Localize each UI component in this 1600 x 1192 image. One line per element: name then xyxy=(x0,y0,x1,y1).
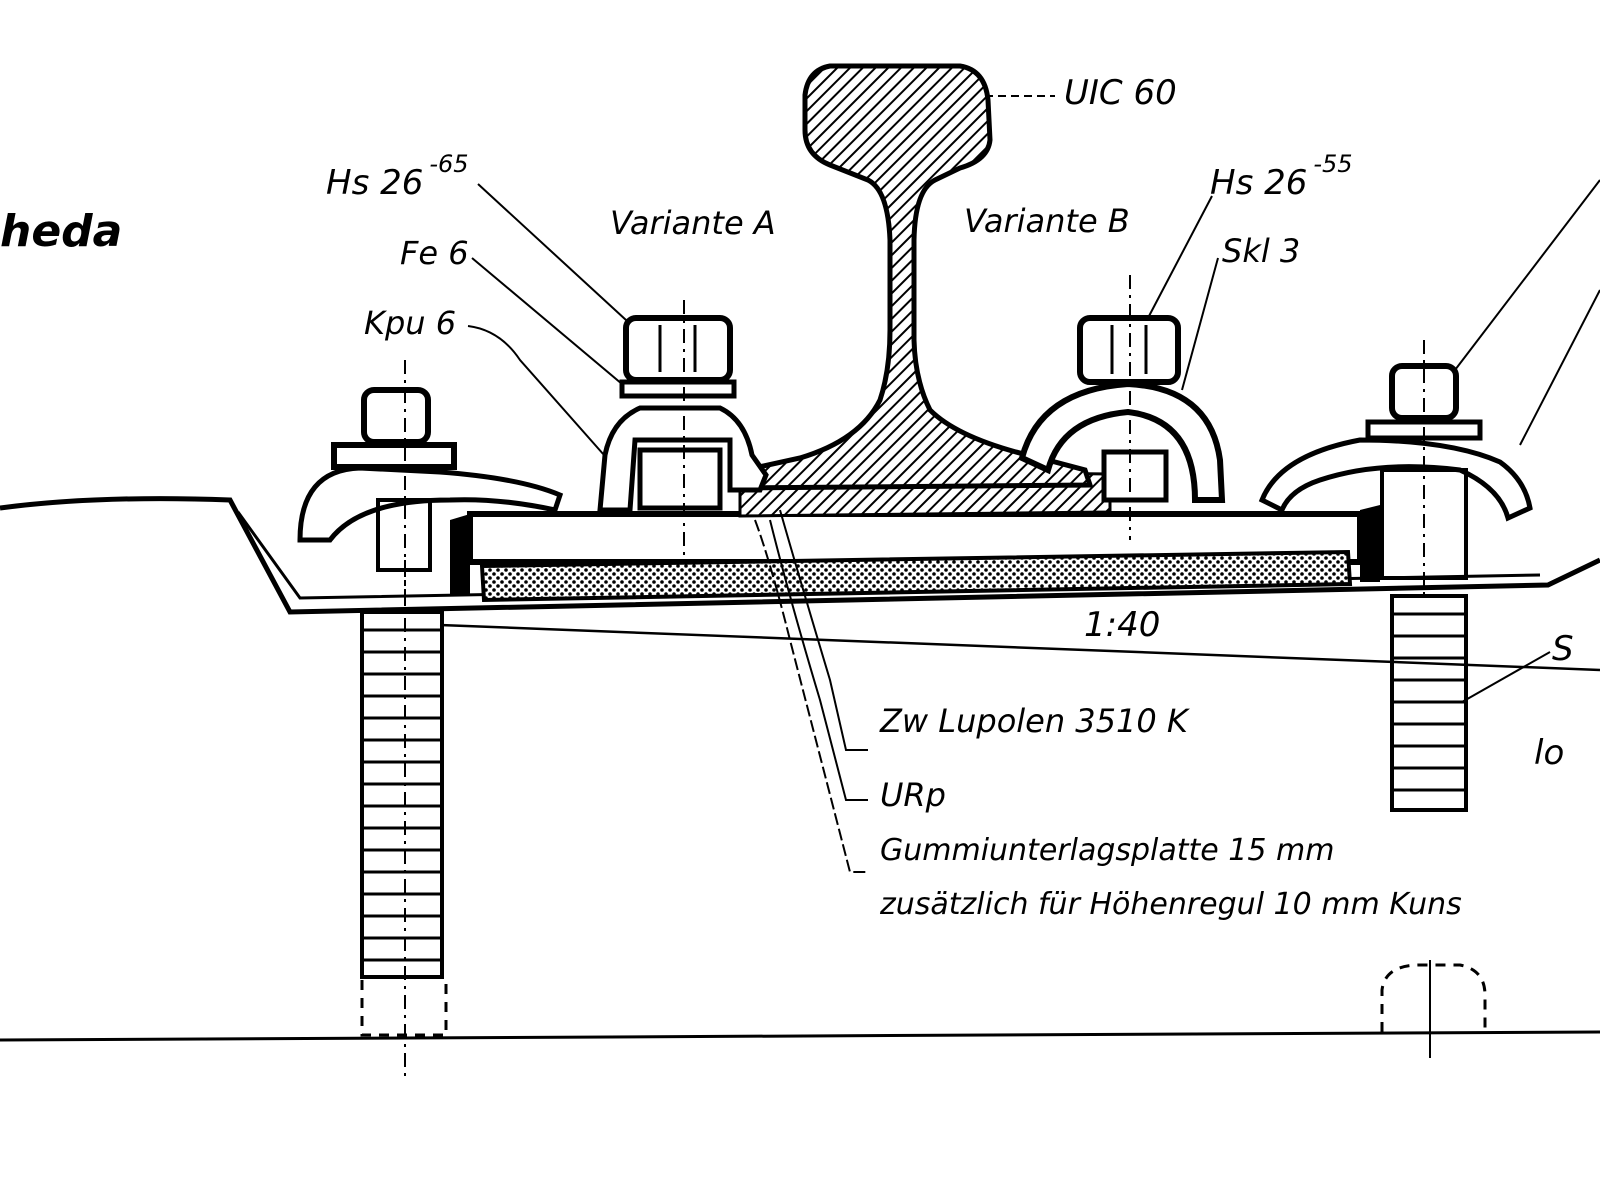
rubber-pad xyxy=(479,549,1353,603)
label-bolt-right-main: Hs 26 xyxy=(1210,163,1307,203)
title-fragment: heda xyxy=(0,206,122,257)
label-variant-b: Variante B xyxy=(964,202,1130,240)
label-gauge: 1:40 xyxy=(1084,605,1160,645)
label-bolt-left-sup: -65 xyxy=(429,150,468,178)
label-zw: Zw Lupolen 3510 K xyxy=(879,702,1191,740)
label-bolt-left-main: Hs 26 xyxy=(326,163,423,203)
sleeper-profile xyxy=(0,496,1600,615)
dowel-left xyxy=(360,560,448,1078)
label-urp: URp xyxy=(880,776,946,814)
clamp-variant-a xyxy=(597,300,769,555)
ground-line xyxy=(0,1030,1600,1042)
label-cut-lo: lo xyxy=(1534,733,1564,773)
anchor-right xyxy=(1258,340,1533,596)
label-skl: Skl 3 xyxy=(1222,232,1300,270)
label-bolt-right-sup: -55 xyxy=(1313,150,1352,178)
dowel-right xyxy=(1380,594,1487,1058)
sleeper-underside-line xyxy=(439,623,1600,672)
plate-shoulder-right xyxy=(1360,505,1380,582)
plate-shoulder-left xyxy=(450,514,470,595)
label-bolt-right: Hs 26-55 xyxy=(1210,150,1353,203)
label-cut-s: S xyxy=(1552,629,1574,669)
anchor-left xyxy=(297,360,564,612)
label-rubber-pad: Gummiunterlagsplatte 15 mm xyxy=(880,833,1334,868)
label-bolt-left: Hs 26-65 xyxy=(326,150,469,203)
clamp-variant-b xyxy=(1018,275,1226,540)
leader-lines xyxy=(467,95,1600,873)
label-additional: zusätzlich für Höhenregul 10 mm Kuns xyxy=(879,887,1462,922)
label-kpu: Kpu 6 xyxy=(364,304,456,342)
label-rail-profile: UIC 60 xyxy=(1064,73,1177,113)
label-variant-a: Variante A xyxy=(610,204,776,242)
rail-section xyxy=(736,63,1094,491)
label-fe: Fe 6 xyxy=(400,234,469,272)
